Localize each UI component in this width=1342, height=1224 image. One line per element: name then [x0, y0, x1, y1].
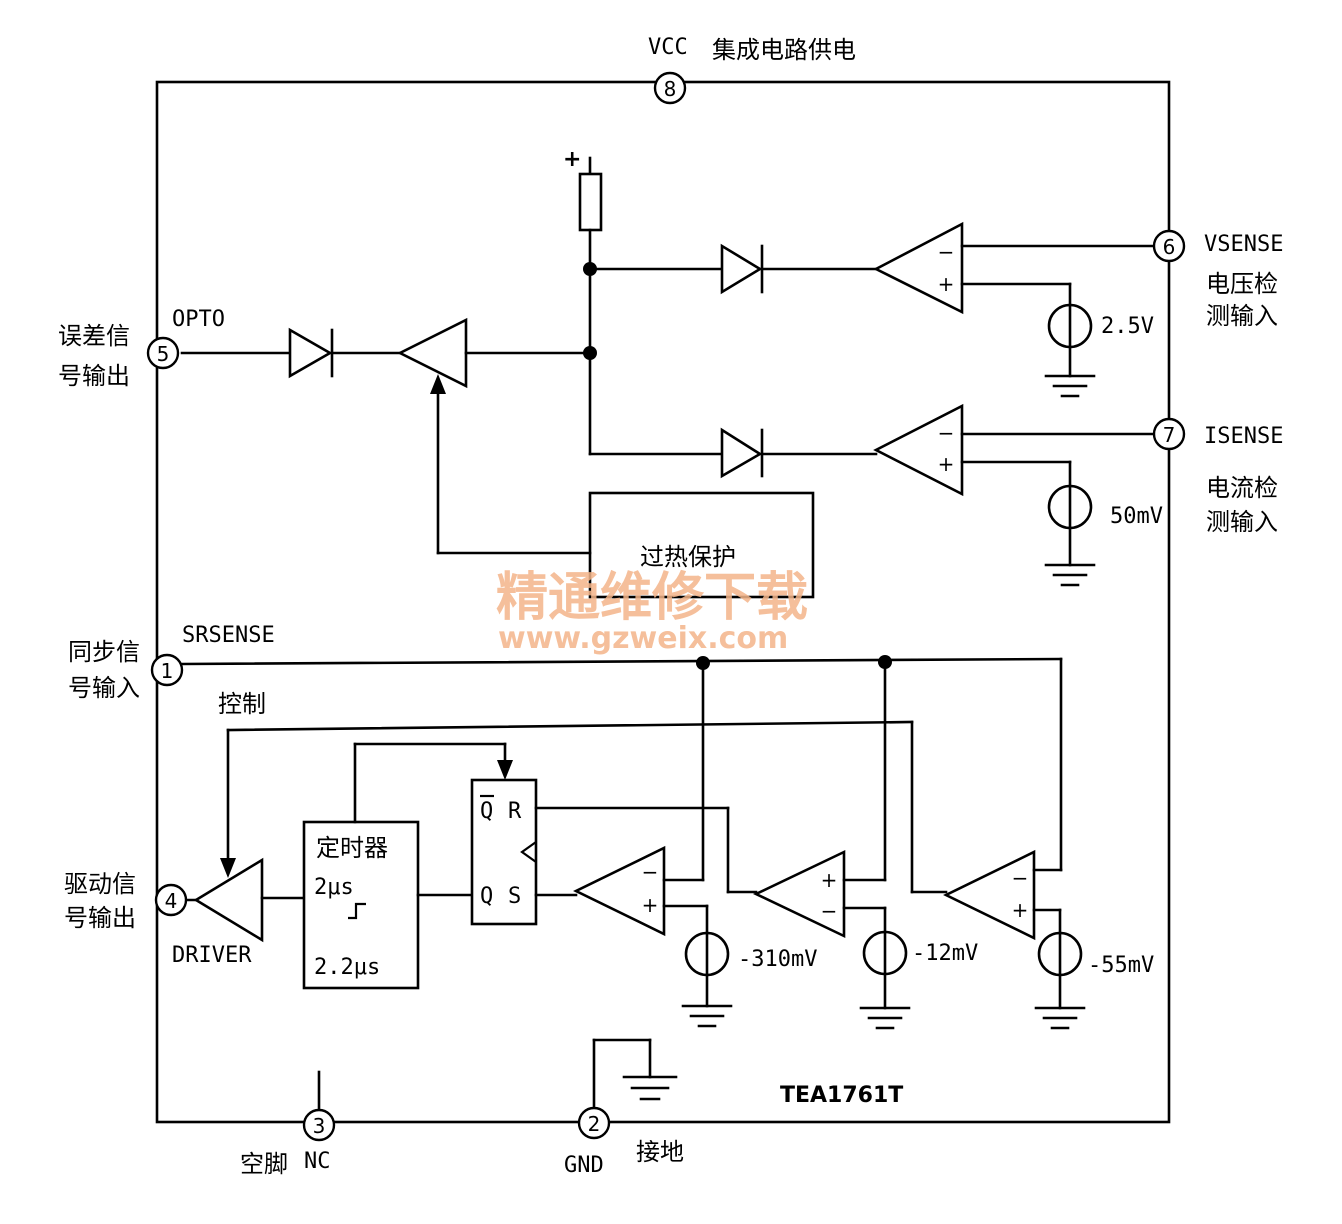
ref-50mv-label: 50mV — [1110, 504, 1163, 529]
timer-title: 定时器 — [316, 834, 388, 862]
pin-7-desc-1: 电流检 — [1206, 474, 1278, 502]
comparator-3 — [943, 849, 1036, 941]
pin-8-name: VCC — [648, 35, 688, 60]
svg-text:3: 3 — [313, 1114, 326, 1138]
pin-2-desc: 接地 — [636, 1138, 684, 1166]
amp-plus: + — [938, 452, 955, 476]
pin-4-desc-1: 驱动信 — [64, 870, 136, 898]
ground-icon — [622, 1075, 678, 1101]
svg-text:8: 8 — [664, 77, 677, 101]
pin-6-desc-2: 测输入 — [1206, 302, 1278, 330]
amp-minus: − — [938, 240, 955, 264]
pin-5: 5 — [146, 336, 180, 370]
timer-t1: 2μs — [314, 875, 354, 900]
comparator-1 — [573, 845, 666, 937]
amp-plus: + — [821, 868, 838, 892]
srsense-bus — [180, 657, 1063, 666]
thermal-protection-block — [588, 491, 815, 599]
pin-4-desc-2: 号输出 — [64, 904, 136, 932]
amp-plus: + — [642, 893, 659, 917]
amp-minus: − — [938, 421, 955, 445]
pin-1-desc-1: 同步信 — [68, 638, 140, 666]
pin-5-desc-2: 号输出 — [58, 362, 130, 390]
pin-7-name: ISENSE — [1204, 424, 1283, 449]
pin-8: 8 — [653, 71, 687, 105]
pin-1-desc-2: 号输入 — [68, 674, 140, 702]
svg-text:2: 2 — [588, 1112, 601, 1136]
pin-5-name: OPTO — [172, 307, 225, 332]
amp-vsense — [873, 221, 964, 315]
arrow-head — [497, 760, 513, 780]
ground-icon — [1044, 563, 1096, 587]
pin-6-name: VSENSE — [1204, 232, 1283, 257]
pin-2: 2 — [577, 1106, 611, 1140]
thermal-protection-label: 过热保护 — [640, 543, 736, 571]
amp-isense — [873, 403, 964, 497]
diode-opto — [288, 327, 333, 379]
pin-1: 1 — [150, 653, 184, 687]
watermark-text: 精通维修下载 — [496, 567, 808, 628]
diode-vsense — [720, 243, 763, 295]
svg-text:6: 6 — [1163, 235, 1176, 259]
svg-text:7: 7 — [1163, 423, 1176, 447]
svg-text:4: 4 — [165, 889, 178, 913]
amp-minus: − — [642, 860, 659, 884]
pulse-icon — [348, 902, 366, 920]
pin-5-desc-1: 误差信 — [58, 322, 130, 350]
comparator-2 — [752, 849, 846, 939]
arrow-head — [220, 858, 236, 878]
ref-55mv-label: -55mV — [1088, 953, 1154, 978]
pin-3-desc: 空脚 — [240, 1150, 288, 1178]
ground-icon — [681, 1004, 733, 1028]
watermark-url: www.gzweix.com — [498, 621, 788, 656]
pin-6-desc-1: 电压检 — [1206, 270, 1278, 298]
ref-12mv-label: -12mV — [912, 941, 978, 966]
pin-4: 4 — [154, 883, 188, 917]
amp-minus: − — [821, 899, 838, 923]
ground-icon — [1044, 374, 1096, 398]
pin-1-name: SRSENSE — [182, 623, 275, 648]
amp-plus: + — [938, 272, 955, 296]
ground-icon — [859, 1006, 911, 1030]
amp-minus: − — [1012, 866, 1029, 890]
ref-2v5-label: 2.5V — [1101, 314, 1154, 339]
pin-7: 7 — [1152, 417, 1186, 451]
svg-text:5: 5 — [157, 342, 170, 366]
control-label: 控制 — [218, 690, 266, 718]
part-number: TEA1761T — [780, 1083, 903, 1108]
control-line — [226, 720, 914, 732]
amp-plus: + — [1012, 898, 1029, 922]
pullup-resistor — [578, 172, 603, 232]
opto-buffer — [397, 317, 468, 389]
pin-4-name: DRIVER — [172, 943, 252, 968]
driver-buffer — [193, 857, 264, 943]
ground-icon — [1034, 1006, 1086, 1030]
timer-t2: 2.2μs — [314, 955, 380, 980]
sr-flipflop — [470, 778, 538, 926]
pin-6: 6 — [1152, 229, 1186, 263]
ref-310mv-label: -310mV — [738, 947, 817, 972]
pin-3-name: NC — [304, 1149, 331, 1174]
supply-plus-label: + — [563, 147, 581, 172]
pin-2-name: GND — [564, 1153, 604, 1178]
pin-3: 3 — [302, 1108, 336, 1142]
pin-7-desc-2: 测输入 — [1206, 508, 1278, 536]
pin-8-desc: 集成电路供电 — [712, 36, 856, 64]
arrow-head — [430, 374, 446, 394]
clock-icon — [520, 841, 537, 863]
ff-s-label: S — [508, 884, 521, 909]
ff-q-label: Q — [480, 884, 493, 909]
ff-qbar-label: Q — [480, 799, 493, 824]
svg-text:1: 1 — [161, 659, 174, 683]
diode-isense — [720, 427, 763, 479]
ff-r-label: R — [508, 799, 522, 824]
